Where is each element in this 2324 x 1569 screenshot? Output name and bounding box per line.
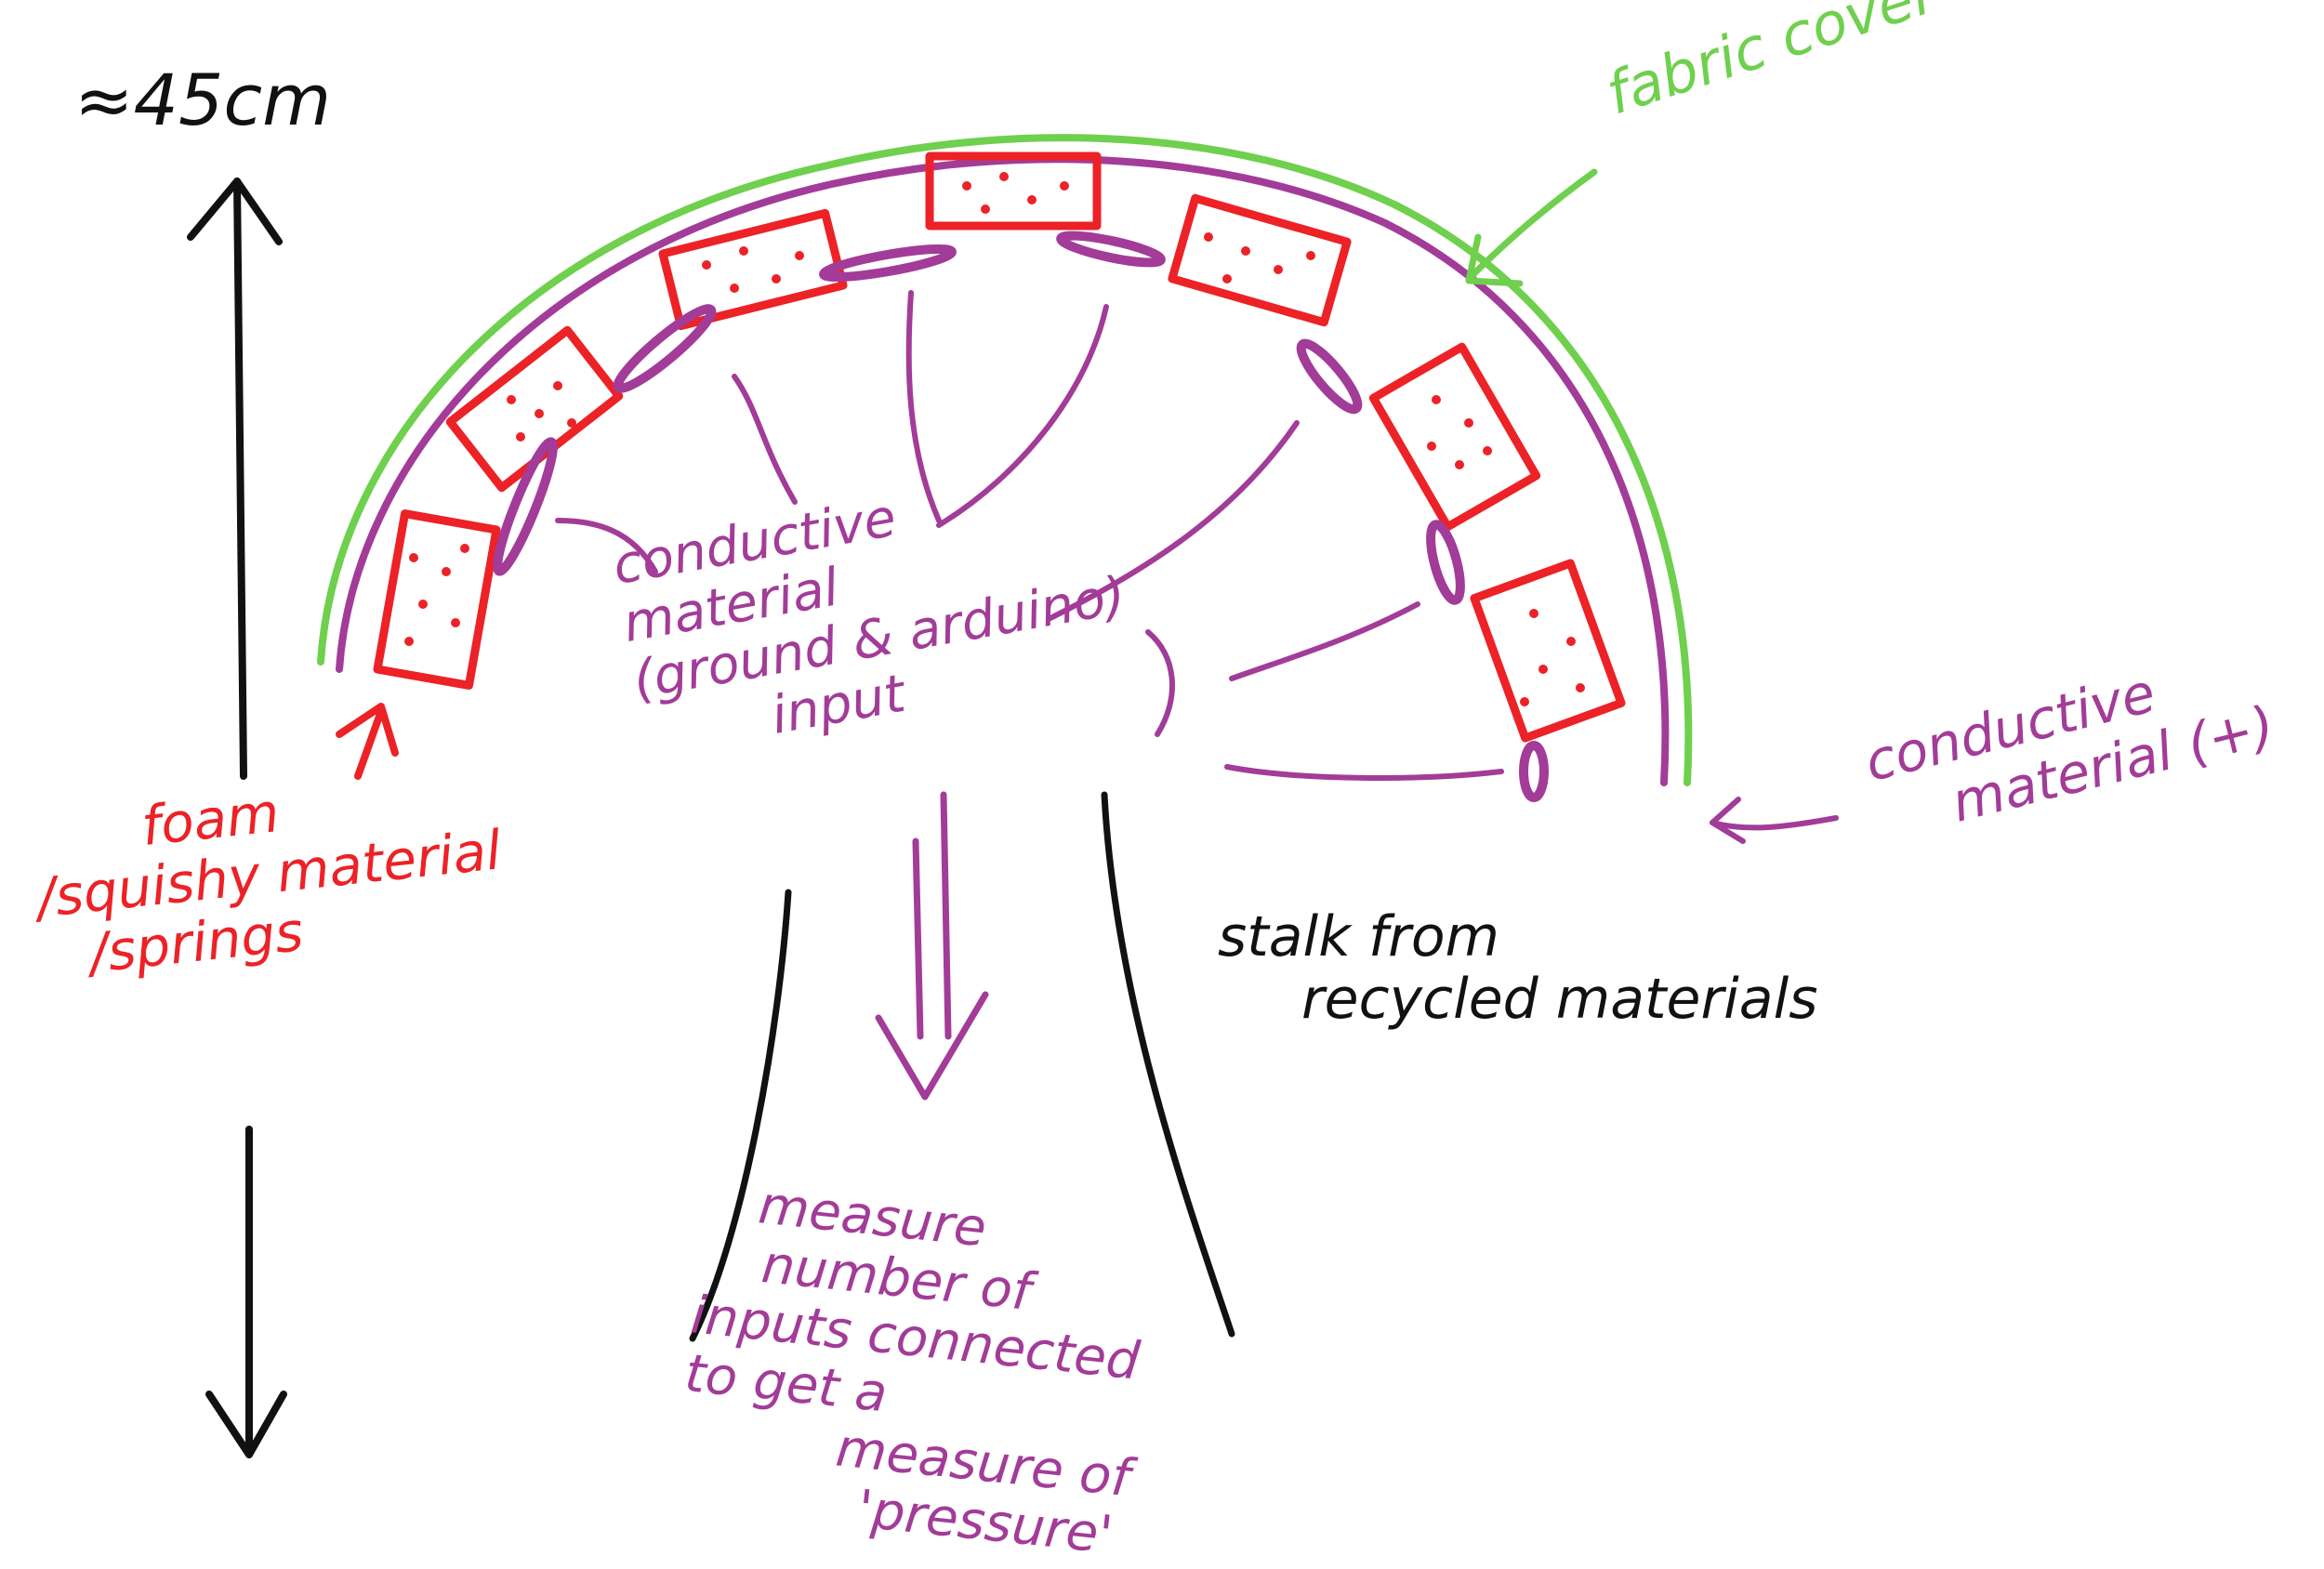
stalk-line-1: stalk from [1218,904,1499,969]
foam-block [445,325,624,493]
conductive-pad [613,304,717,393]
conductive-pad [1519,741,1549,802]
measure-label: measure number of inputs connected to ge… [670,1171,1157,1566]
stalk-left-line [689,889,792,1342]
height-arrow [187,178,287,1458]
conductive-plus-arrow [1710,797,1839,844]
foam-block [658,208,848,331]
stalk-line-2: recycled materials [1301,967,1818,1033]
foam-block [1470,559,1626,743]
stalk-label: stalk from recycled materials [1218,904,1818,1033]
wire [905,290,942,523]
wire [936,304,1109,528]
conductive-pad [1426,520,1465,605]
conductive-pad [1296,338,1363,415]
wire [732,374,798,505]
foam-arrow [336,703,399,780]
wire [1048,420,1300,621]
height-label: ≈45cm [74,59,332,141]
fabric-cover-arrow [1465,168,1598,287]
foam-block [1168,193,1352,327]
foam-blocks [373,152,1626,743]
foam-block [1368,342,1541,532]
foam-speckles [404,172,1585,706]
bracket [1145,629,1175,737]
wire [1229,601,1420,681]
conductive-pads [493,231,1549,802]
foam-block [373,509,501,690]
wire [555,518,658,574]
wires [555,290,1504,781]
fabric-cover-arc [317,134,1693,786]
stalk [689,791,1235,1342]
conductive-pad [1056,231,1166,268]
wire [1224,764,1504,781]
stalk-right-line [1101,791,1235,1338]
conductive-pad [819,244,957,283]
foam-block [925,152,1102,231]
down-arrow [875,791,989,1101]
conductive-pad [493,437,558,576]
